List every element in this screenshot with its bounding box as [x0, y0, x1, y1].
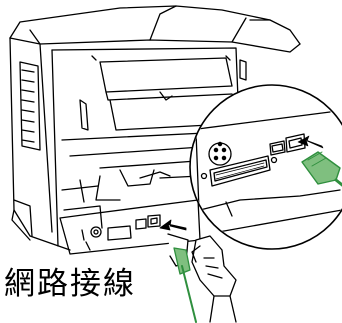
caption-label: 網路接線	[4, 266, 136, 302]
arrow-icon	[297, 135, 324, 149]
arrow-icon	[159, 219, 187, 231]
ethernet-cable-icon	[301, 151, 342, 198]
hand-icon	[191, 235, 237, 323]
ethernet-port-icon	[147, 214, 161, 228]
ethernet-cable-icon	[167, 233, 197, 323]
magnifier-circle	[189, 84, 342, 250]
ethernet-port-icon	[285, 133, 306, 153]
